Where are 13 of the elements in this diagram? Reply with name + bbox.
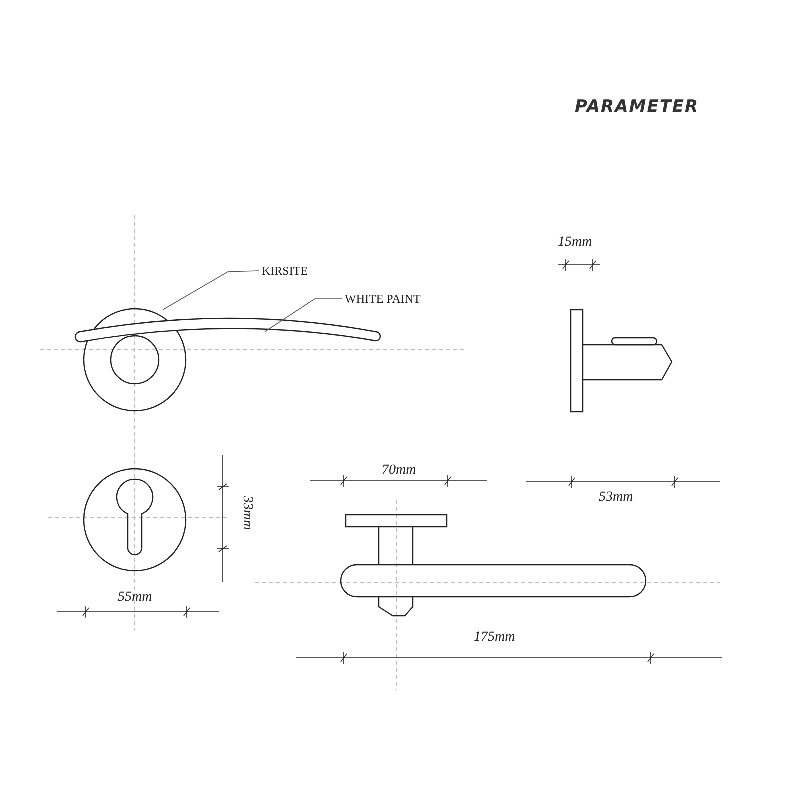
- dimension-label: 15mm: [558, 236, 592, 250]
- dimension-label: 55mm: [118, 591, 152, 605]
- dimension-label: 33mm: [240, 496, 254, 530]
- dimension-label: 53mm: [599, 491, 634, 505]
- dimension-label: 175mm: [474, 631, 516, 645]
- leader-line: [162, 270, 260, 310]
- title: PARAMETER: [575, 99, 700, 116]
- lever-drawing: [74, 318, 382, 343]
- callout-label: KIRSITE: [262, 265, 308, 277]
- dimension-label: 70mm: [382, 464, 416, 478]
- rose-drawing: [83, 308, 187, 412]
- callout-label: WHITE PAINT: [345, 293, 421, 305]
- leader-line: [264, 298, 342, 332]
